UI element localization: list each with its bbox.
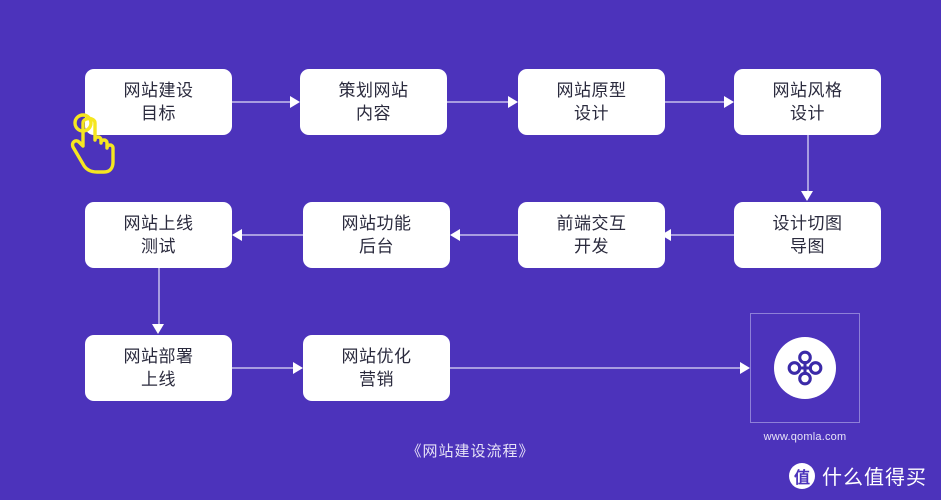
connector-n5-n9: [158, 268, 160, 325]
flow-node-line2: 设计: [790, 104, 825, 123]
arrowhead-n3-n4: [724, 96, 734, 108]
arrowhead-n6-n5: [232, 229, 242, 241]
connector-n4-n8: [807, 135, 809, 192]
logo-url-text: www.qomla.com: [763, 431, 847, 443]
arrowhead-n7-n6: [450, 229, 460, 241]
flow-node-line2: 后台: [359, 237, 394, 256]
arrowhead-n8-n7: [661, 229, 671, 241]
flow-node-deploy-online[interactable]: 网站部署 上线: [85, 335, 232, 401]
flow-node-line2: 内容: [356, 104, 391, 123]
flow-node-line1: 网站原型: [556, 80, 627, 100]
flow-node-line1: 网站建设: [123, 80, 194, 100]
flow-node-line2: 导图: [790, 237, 825, 256]
flow-node-line2: 开发: [574, 237, 609, 256]
flow-node-line1: 策划网站: [338, 80, 409, 100]
flow-node-line1: 网站风格: [772, 80, 843, 100]
watermark-text: 什么值得买: [822, 467, 927, 489]
watermark: 值 什么值得买: [789, 461, 927, 490]
watermark-badge-icon: 值: [789, 462, 815, 489]
flow-node-line1: 设计切图: [772, 213, 843, 233]
flow-node-line2: 目标: [141, 104, 176, 123]
connector-n3-n4: [665, 101, 724, 103]
connector-n1-n2: [232, 101, 290, 103]
flow-node-line2: 测试: [141, 237, 176, 256]
connector-n6-n5: [242, 234, 303, 236]
flow-node-launch-test[interactable]: 网站上线 测试: [85, 202, 232, 268]
flow-node-design-slicing[interactable]: 设计切图 导图: [734, 202, 881, 268]
flow-node-line1: 网站功能: [341, 213, 412, 233]
connector-n8-n7: [671, 234, 734, 236]
connector-n10-logo: [450, 367, 740, 369]
flow-node-website-goal[interactable]: 网站建设 目标: [85, 69, 232, 135]
logo-circle: [774, 337, 836, 399]
connector-n2-n3: [447, 101, 508, 103]
flow-node-style-design[interactable]: 网站风格 设计: [734, 69, 881, 135]
flow-node-plan-content[interactable]: 策划网站 内容: [300, 69, 447, 135]
connector-n7-n6: [460, 234, 518, 236]
flow-node-line1: 前端交互: [556, 213, 627, 233]
arrowhead-n4-n8: [801, 191, 813, 201]
flow-node-function-backend[interactable]: 网站功能 后台: [303, 202, 450, 268]
connector-n9-n10: [232, 367, 293, 369]
flow-node-line1: 网站部署: [123, 346, 194, 366]
arrowhead-n2-n3: [508, 96, 518, 108]
flow-node-frontend-dev[interactable]: 前端交互 开发: [518, 202, 665, 268]
four-lobe-knot-icon: [787, 350, 823, 386]
flow-node-line2: 上线: [141, 370, 176, 389]
flow-node-optimize-marketing[interactable]: 网站优化 营销: [303, 335, 450, 401]
arrowhead-n10-logo: [740, 362, 750, 374]
arrowhead-n9-n10: [293, 362, 303, 374]
flow-node-prototype-design[interactable]: 网站原型 设计: [518, 69, 665, 135]
flow-node-line2: 设计: [574, 104, 609, 123]
flow-node-line2: 营销: [359, 370, 394, 389]
arrowhead-n5-n9: [152, 324, 164, 334]
flow-node-line1: 网站上线: [123, 213, 194, 233]
flow-node-line1: 网站优化: [341, 346, 412, 366]
logo-box: [750, 313, 860, 423]
arrowhead-n1-n2: [290, 96, 300, 108]
diagram-caption: 《网站建设流程》: [406, 443, 535, 460]
